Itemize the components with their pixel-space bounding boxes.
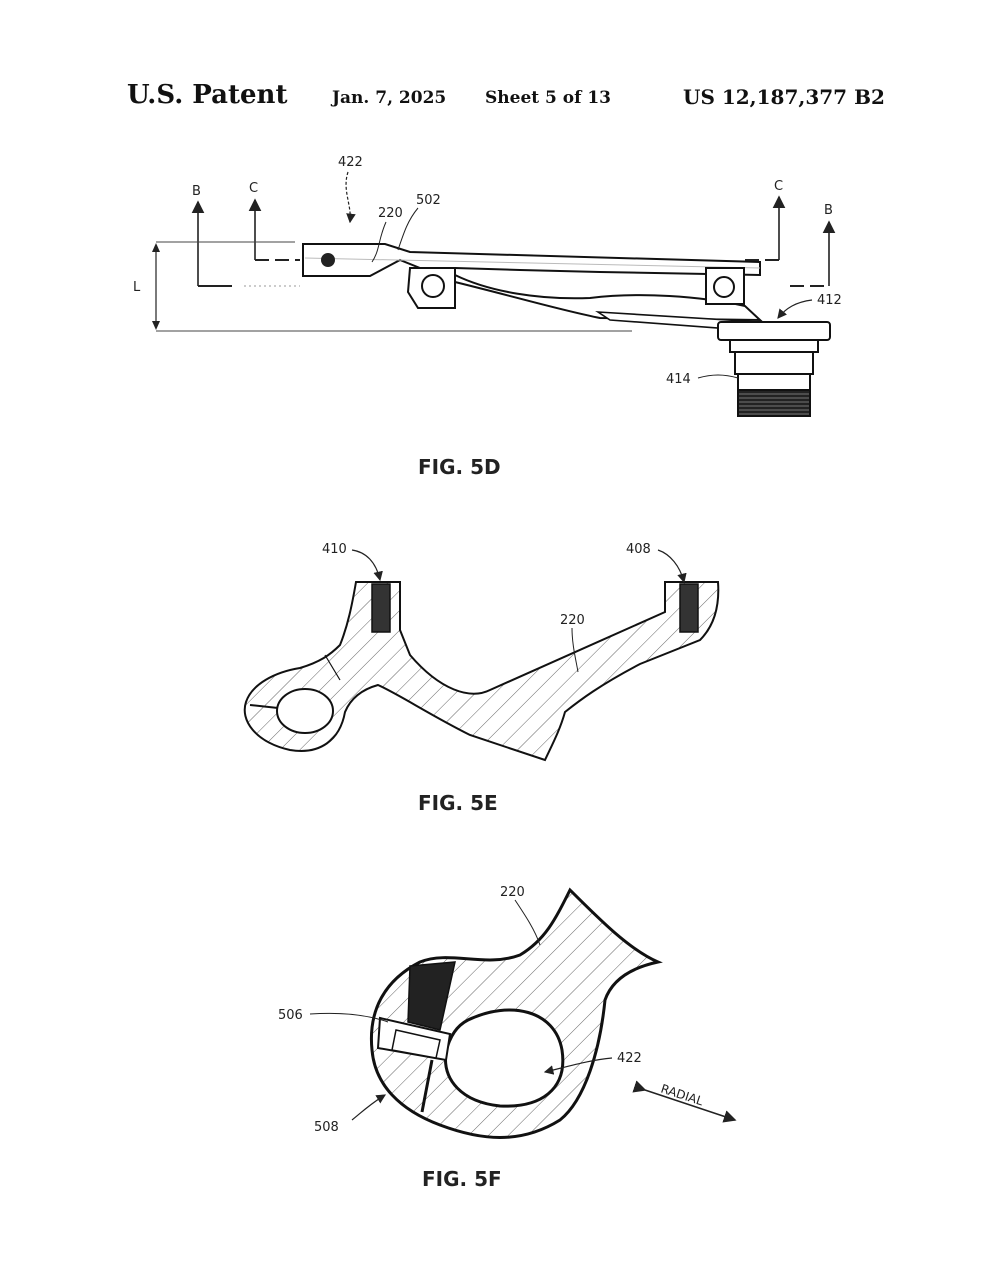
label-c-left: C (249, 181, 258, 196)
patent-title: U.S. Patent (127, 80, 288, 110)
label-radial: RADIAL (659, 1082, 705, 1109)
ref-422-5f: 422 (617, 1051, 642, 1066)
ref-220-5e: 220 (560, 613, 585, 628)
caption-fig-5f: FIG. 5F (422, 1167, 502, 1191)
ref-410-5e: 410 (322, 542, 347, 557)
lever-arm (302, 243, 763, 331)
mount-fitting (717, 321, 831, 417)
label-l: L (133, 280, 141, 295)
label-b-left: B (192, 184, 201, 199)
label-b-right: B (824, 203, 833, 218)
ref-508-5f: 508 (314, 1120, 339, 1135)
figure-5f: 220 506 422 508 RADIAL FIG. 5F (278, 885, 737, 1191)
section-marker-c-left: C (248, 181, 300, 261)
sheet-number: Sheet 5 of 13 (485, 88, 612, 108)
ref-506-5f: 506 (278, 1008, 303, 1023)
figure-5d: B C C B L (133, 155, 842, 479)
ref-502-5d: 502 (416, 193, 441, 208)
ref-220-5f: 220 (500, 885, 525, 900)
ref-220-5d: 220 (378, 206, 403, 221)
section-marker-b-left: B (191, 184, 300, 287)
dimension-l: L (133, 241, 632, 332)
ref-422-5d: 422 (338, 155, 363, 170)
patent-date: Jan. 7, 2025 (332, 88, 447, 108)
ref-412-5d: 412 (817, 293, 842, 308)
radial-direction-arrow: RADIAL (632, 1080, 737, 1123)
label-c-right: C (774, 179, 783, 194)
pivot-pin-icon (321, 253, 335, 267)
ref-414-5d: 414 (666, 372, 691, 387)
patent-number: US 12,187,377 B2 (683, 85, 885, 109)
caption-fig-5e: FIG. 5E (418, 791, 498, 815)
figure-5e: 410 408 220 FIG. 5E (243, 542, 720, 815)
ref-408-5e: 408 (626, 542, 651, 557)
section-marker-b-right: B (790, 203, 836, 287)
section-marker-c-right: C (745, 179, 786, 261)
caption-fig-5d: FIG. 5D (418, 455, 501, 479)
